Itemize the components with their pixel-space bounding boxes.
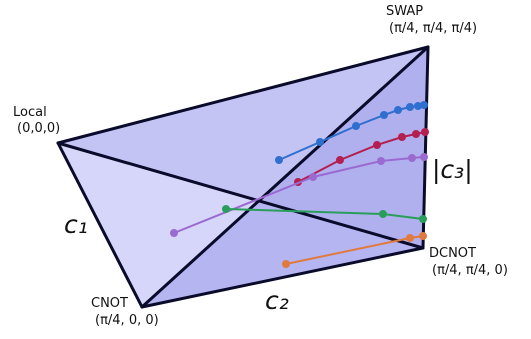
edge-local-dcnot bbox=[56, 141, 425, 250]
trajectory-green-point bbox=[379, 210, 387, 218]
trajectory-blue-point bbox=[380, 111, 388, 119]
vertex-dcnot-coords: (π/4, π/4, 0) bbox=[432, 263, 508, 278]
trajectory-orange-point bbox=[282, 260, 290, 268]
tetrahedron-edges bbox=[56, 45, 430, 309]
trajectory-purple bbox=[170, 153, 428, 237]
axis-label-c2: c₂ bbox=[265, 286, 289, 315]
trajectory-blue-point bbox=[352, 122, 360, 130]
vertex-cnot-coords: (π/4, 0, 0) bbox=[95, 313, 159, 328]
trajectory-blue-point bbox=[406, 103, 414, 111]
trajectory-purple-point bbox=[309, 173, 317, 181]
trajectory-orange bbox=[282, 232, 427, 268]
edge-local-swap bbox=[56, 45, 430, 145]
trajectory-purple-point bbox=[408, 154, 416, 162]
vertex-local-coords: (0,0,0) bbox=[17, 121, 60, 136]
trajectory-blue-point bbox=[420, 101, 428, 109]
trajectory-blue-point bbox=[394, 106, 402, 114]
vertex-cnot-name: CNOT bbox=[91, 296, 128, 311]
vertex-dcnot-name: DCNOT bbox=[429, 246, 476, 261]
trajectory-purple-point bbox=[170, 229, 178, 237]
trajectory-crimson-point bbox=[412, 130, 420, 138]
trajectory-blue bbox=[275, 101, 428, 164]
trajectory-blue-point bbox=[316, 138, 324, 146]
axis-label-c3: |c₃| bbox=[432, 155, 473, 184]
trajectory-purple-point bbox=[420, 153, 428, 161]
vertex-swap-coords: (π/4, π/4, π/4) bbox=[389, 21, 477, 36]
edge-swap-dcnot bbox=[421, 45, 430, 250]
vertex-swap-name: SWAP bbox=[386, 4, 423, 19]
edge-local-cnot bbox=[56, 141, 144, 309]
trajectory-crimson-point bbox=[398, 133, 406, 141]
trajectory-green bbox=[222, 205, 427, 223]
trajectory-crimson-point bbox=[373, 141, 381, 149]
trajectory-green-point bbox=[419, 215, 427, 223]
trajectory-orange-point bbox=[406, 234, 414, 242]
trajectory-green-point bbox=[222, 205, 230, 213]
vertex-local-name: Local bbox=[13, 105, 47, 120]
edge-cnot-swap bbox=[140, 45, 430, 309]
trajectory-orange-point bbox=[419, 232, 427, 240]
trajectory-crimson-point bbox=[336, 156, 344, 164]
trajectory-purple-point bbox=[377, 157, 385, 165]
trajectory-crimson-point bbox=[421, 128, 429, 136]
trajectory-blue-point bbox=[275, 156, 283, 164]
axis-label-c1: c₁ bbox=[64, 210, 88, 239]
edge-cnot-dcnot bbox=[140, 246, 425, 309]
